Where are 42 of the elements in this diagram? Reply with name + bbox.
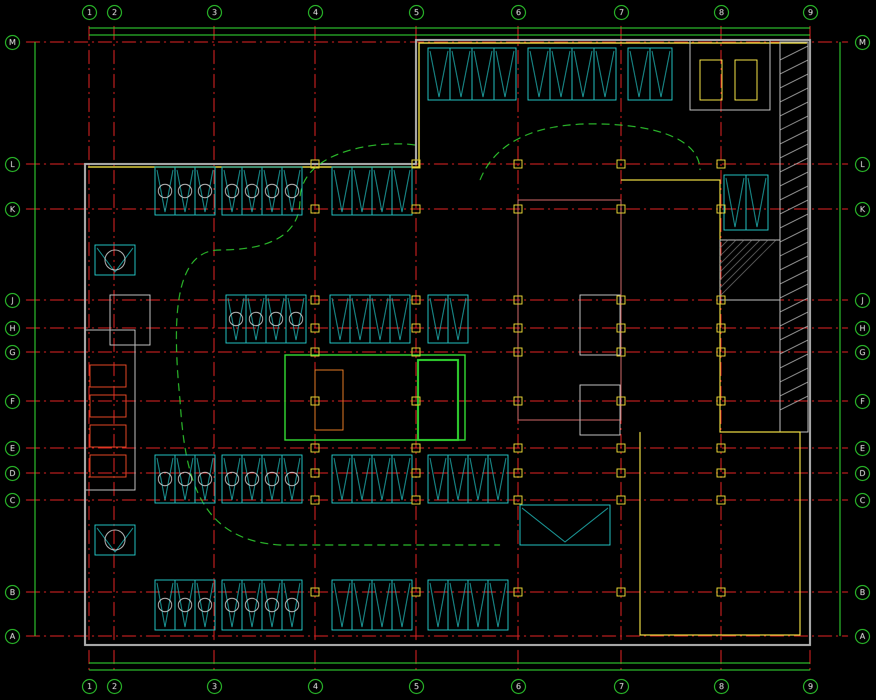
grid-axis-bubble: F xyxy=(855,394,870,409)
grid-axis-bubble: 2 xyxy=(107,5,122,20)
grid-axis-bubble: A xyxy=(855,629,870,644)
grid-axis-bubble: M xyxy=(855,35,870,50)
grid-axis-bubble: 6 xyxy=(511,679,526,694)
grid-axis-bubble: C xyxy=(855,493,870,508)
grid-axis-bubble: 5 xyxy=(409,5,424,20)
grid-axis-bubble: L xyxy=(855,157,870,172)
grid-axis-bubble: E xyxy=(5,441,20,456)
grid-axis-bubble: M xyxy=(5,35,20,50)
grid-axis-bubble: 6 xyxy=(511,5,526,20)
grid-axis-bubble: 1 xyxy=(82,679,97,694)
grid-axis-bubble: G xyxy=(855,345,870,360)
grid-axis-bubble: B xyxy=(855,585,870,600)
grid-axis-bubble: G xyxy=(5,345,20,360)
grid-axis-bubble: K xyxy=(855,202,870,217)
grid-axis-bubble: 7 xyxy=(614,5,629,20)
grid-axis-bubble: 3 xyxy=(207,5,222,20)
grid-axis-bubble: F xyxy=(5,394,20,409)
grid-axis-bubble: J xyxy=(5,293,20,308)
grid-axis-bubble: 7 xyxy=(614,679,629,694)
grid-axis-bubble: A xyxy=(5,629,20,644)
grid-axis-bubble: C xyxy=(5,493,20,508)
grid-axis-bubble: K xyxy=(5,202,20,217)
grid-axis-bubble: 8 xyxy=(714,679,729,694)
grid-axis-bubble: H xyxy=(5,321,20,336)
grid-axis-bubble: E xyxy=(855,441,870,456)
grid-axis-bubble: B xyxy=(5,585,20,600)
grid-axis-bubble: 9 xyxy=(803,679,818,694)
grid-axis-bubble: H xyxy=(855,321,870,336)
grid-axis-bubble: 1 xyxy=(82,5,97,20)
grid-axis-bubble: D xyxy=(5,466,20,481)
grid-axis-bubble: 2 xyxy=(107,679,122,694)
grid-axis-bubble: L xyxy=(5,157,20,172)
grid-axis-bubble: 5 xyxy=(409,679,424,694)
grid-axis-bubble: 8 xyxy=(714,5,729,20)
grid-axis-bubble: D xyxy=(855,466,870,481)
grid-axis-bubble: J xyxy=(855,293,870,308)
grid-axis-bubble: 4 xyxy=(308,5,323,20)
grid-axis-bubble: 3 xyxy=(207,679,222,694)
grid-axis-bubble: 4 xyxy=(308,679,323,694)
grid-axis-bubble: 9 xyxy=(803,5,818,20)
